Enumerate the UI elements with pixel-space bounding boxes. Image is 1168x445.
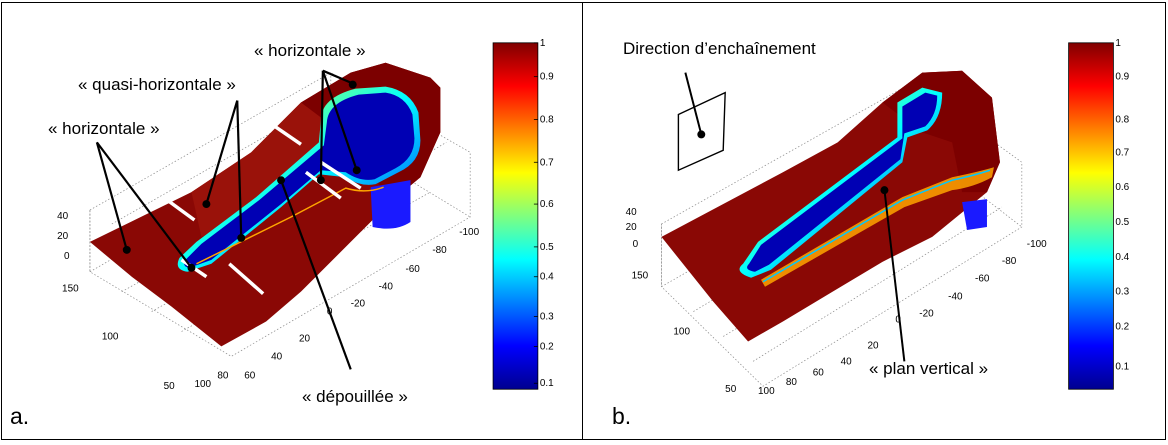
x-tick: 40 <box>271 351 283 362</box>
svg-text:0.1: 0.1 <box>540 378 554 389</box>
svg-text:0.6: 0.6 <box>540 199 554 210</box>
axis-ticks-b: 40 20 0 150 100 50 -100 -80 -60 -40 -20 … <box>626 207 1048 397</box>
panel-a: 40 20 0 150 100 50 -100 -80 -60 -40 -20 … <box>1 2 583 440</box>
label-horizontale-top: « horizontale » <box>254 41 366 60</box>
svg-text:1: 1 <box>540 38 546 49</box>
svg-text:0: 0 <box>633 239 639 250</box>
x-tick: -40 <box>379 282 394 293</box>
svg-text:-100: -100 <box>1027 239 1047 250</box>
x-tick: -100 <box>459 227 479 238</box>
z-tick: 40 <box>57 211 69 222</box>
colorbar-b <box>1068 42 1114 390</box>
y-tick: 150 <box>62 284 79 295</box>
svg-text:0.5: 0.5 <box>540 242 554 253</box>
panel-b: 40 20 0 150 100 50 -100 -80 -60 -40 -20 … <box>583 2 1166 440</box>
svg-text:40: 40 <box>841 356 853 367</box>
svg-text:0.6: 0.6 <box>1115 182 1129 193</box>
svg-text:0.8: 0.8 <box>1115 114 1129 125</box>
x-tick: 60 <box>244 370 256 381</box>
svg-text:0.2: 0.2 <box>540 341 554 352</box>
svg-text:-80: -80 <box>1002 256 1017 267</box>
leader-line-b <box>883 190 906 362</box>
svg-text:-60: -60 <box>975 274 990 285</box>
svg-text:20: 20 <box>626 222 638 233</box>
label-quasi-horizontale: « quasi-horizontale » <box>78 75 236 94</box>
x-tick: 0 <box>327 307 333 318</box>
y-tick: 100 <box>102 331 119 342</box>
svg-text:0.1: 0.1 <box>1115 361 1129 372</box>
svg-text:0.3: 0.3 <box>540 312 554 323</box>
svg-text:0.5: 0.5 <box>1115 217 1129 228</box>
surface-plot-a: 40 20 0 150 100 50 -100 -80 -60 -40 -20 … <box>57 38 554 392</box>
svg-text:60: 60 <box>813 367 825 378</box>
svg-text:0.4: 0.4 <box>540 272 554 283</box>
label-depouillee: « dépouillée » <box>302 387 408 406</box>
z-tick: 20 <box>57 231 69 242</box>
svg-text:0: 0 <box>895 315 901 326</box>
x-tick: 100 <box>194 379 211 390</box>
x-tick: 80 <box>217 370 229 381</box>
svg-text:0.8: 0.8 <box>540 114 554 125</box>
svg-text:100: 100 <box>758 386 775 397</box>
x-tick: -60 <box>405 264 420 275</box>
svg-text:0.9: 0.9 <box>540 72 554 83</box>
axis-ticks-a: 40 20 0 150 100 50 -100 -80 -60 -40 -20 … <box>57 211 480 392</box>
svg-text:0.2: 0.2 <box>1115 322 1129 333</box>
svg-text:40: 40 <box>626 207 638 218</box>
label-plan-vertical: « plan vertical » <box>869 359 989 378</box>
y-tick: 50 <box>164 381 176 392</box>
colorbar-ticks-a: 1 0.9 0.8 0.7 0.6 0.5 0.4 0.3 0.2 0.1 <box>540 38 554 389</box>
direction-plane-icon <box>677 72 726 172</box>
leader-dots-a <box>122 80 361 272</box>
svg-text:100: 100 <box>673 326 690 337</box>
x-tick: 20 <box>299 333 311 344</box>
svg-text:50: 50 <box>725 384 737 395</box>
label-horizontale-left: « horizontale » <box>48 119 160 138</box>
x-tick: -80 <box>432 245 447 256</box>
svg-text:80: 80 <box>786 377 798 388</box>
panel-letter-b: b. <box>612 403 632 429</box>
svg-text:0.3: 0.3 <box>1115 287 1129 298</box>
svg-text:0.4: 0.4 <box>1115 252 1129 263</box>
colorbar-a <box>492 42 539 390</box>
svg-text:0.7: 0.7 <box>540 157 554 168</box>
svg-text:1: 1 <box>1115 38 1121 49</box>
leader-lines-a <box>95 69 358 370</box>
surface-plot-b: 40 20 0 150 100 50 -100 -80 -60 -40 -20 … <box>626 38 1130 397</box>
z-tick: 0 <box>64 251 70 262</box>
svg-text:-40: -40 <box>948 292 963 303</box>
svg-text:0.7: 0.7 <box>1115 147 1129 158</box>
label-direction: Direction d’enchaînement <box>623 39 816 58</box>
svg-text:0.9: 0.9 <box>1115 72 1129 83</box>
colorbar-ticks-b: 1 0.9 0.8 0.7 0.6 0.5 0.4 0.3 0.2 0.1 <box>1115 38 1129 373</box>
svg-text:-20: -20 <box>919 309 934 320</box>
svg-text:20: 20 <box>868 340 880 351</box>
panel-letter-a: a. <box>10 403 30 429</box>
svg-text:150: 150 <box>632 271 649 282</box>
x-tick: -20 <box>351 299 366 310</box>
